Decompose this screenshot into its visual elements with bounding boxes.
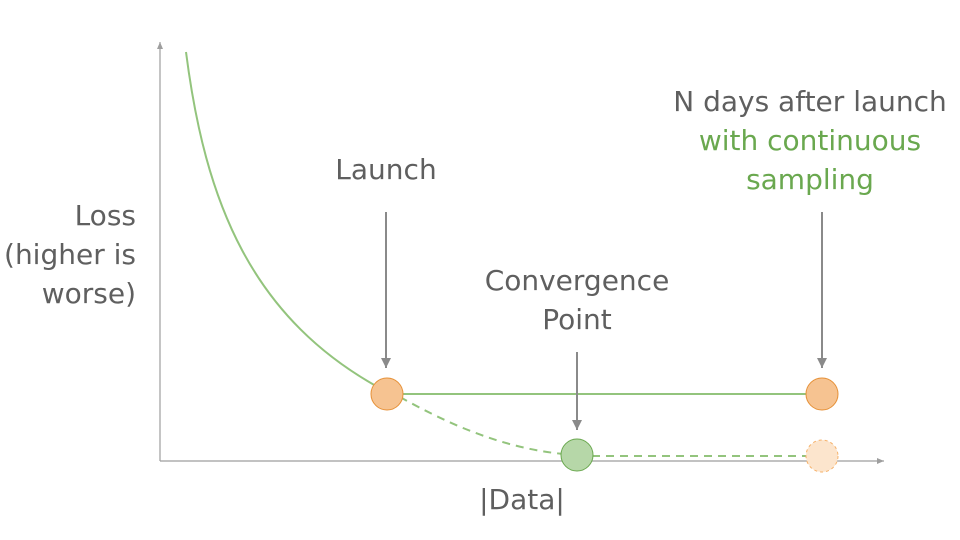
n-days-faded-point bbox=[805, 439, 839, 473]
y-axis-label-line-1: Loss bbox=[74, 199, 136, 232]
launch-label: Launch bbox=[335, 153, 437, 186]
dashed-convergence-curve bbox=[399, 396, 579, 456]
convergence-label-line-1: Convergence bbox=[484, 264, 670, 297]
convergence-label-line-2: Point bbox=[542, 303, 612, 336]
y-axis-label-line-3: worse) bbox=[41, 277, 136, 310]
continuous-sampling-line-1: with continuous bbox=[698, 124, 922, 157]
n-days-label: N days after launch with continuous samp… bbox=[655, 82, 960, 199]
loss-curve bbox=[185, 51, 388, 393]
y-axis-label: Loss (higher is worse) bbox=[4, 196, 136, 313]
y-axis-label-line-2: (higher is bbox=[4, 238, 136, 271]
launch-point bbox=[370, 377, 404, 411]
convergence-label: Convergence Point bbox=[457, 261, 697, 339]
continuous-sampling-line-2: sampling bbox=[746, 163, 874, 196]
n-days-point bbox=[805, 377, 839, 411]
n-days-label-line-1: N days after launch bbox=[673, 85, 947, 118]
x-axis-label: |Data| bbox=[479, 483, 565, 516]
convergence-point bbox=[560, 438, 594, 472]
